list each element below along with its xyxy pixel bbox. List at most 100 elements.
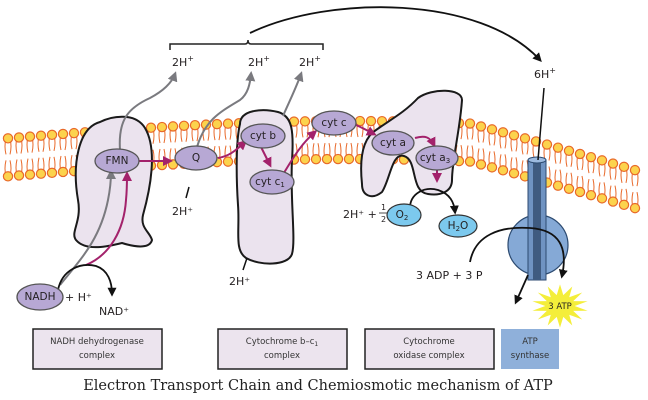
svg-text:ATP: ATP	[522, 337, 537, 347]
proton-arrow-q	[196, 71, 256, 148]
svg-text:Cytochrome: Cytochrome	[403, 337, 455, 347]
lipid-head	[563, 183, 575, 194]
cyt-b-carrier: cyt b	[240, 123, 286, 149]
lipid-head	[24, 131, 36, 142]
proton-label-below-q: 2H⁺	[172, 205, 193, 218]
atp-product-label: 3 ATP	[548, 302, 572, 312]
lipid-head	[508, 168, 520, 179]
oxygen-molecule: O2	[386, 203, 422, 227]
lipid-head	[2, 171, 14, 182]
svg-text:oxidase complex: oxidase complex	[393, 351, 464, 361]
proton-arrow-complex-iii	[282, 71, 304, 117]
proton-arrow-nadh-gray	[59, 169, 116, 286]
svg-text:Cytochrome b–c1: Cytochrome b–c1	[246, 337, 319, 348]
nadh-oxidation-arrow	[57, 264, 117, 297]
lipid-head	[607, 196, 619, 207]
proton-label-below-bc1: 2H⁺	[229, 275, 250, 288]
lipid-head	[46, 129, 58, 141]
svg-text:complex: complex	[79, 351, 115, 361]
electron-arrow-q-cytb	[217, 140, 248, 159]
proton-label-atp-synthase: 6H+	[534, 66, 556, 81]
nadh-plus-proton-label: + H⁺	[65, 291, 92, 304]
half-denominator: 2	[381, 215, 386, 224]
lipid-head	[541, 139, 553, 150]
lipid-head	[57, 128, 69, 140]
lipid-head	[563, 145, 575, 156]
lipid-head	[475, 159, 487, 170]
label-box-nadh-dehydrogenase: NADH dehydrogenase complex	[32, 328, 163, 370]
cyt-a-carrier: cyt a	[371, 130, 415, 156]
lipid-head	[519, 133, 531, 144]
lipid-head	[145, 122, 157, 133]
lipid-head	[552, 180, 564, 191]
lipid-head	[222, 118, 234, 129]
lipid-head	[585, 189, 597, 201]
lipid-head	[618, 199, 630, 211]
lipid-head	[464, 118, 476, 129]
nadh-carrier: NADH	[16, 283, 64, 311]
label-box-cytochrome-oxidase: Cytochrome oxidase complex	[364, 328, 495, 370]
svg-text:cyt c1: cyt c1	[255, 176, 285, 189]
proton-label-complex-iii: 2H+	[299, 54, 321, 69]
svg-text:cyt c: cyt c	[321, 117, 346, 129]
lipid-head	[332, 153, 344, 165]
lipid-head	[343, 153, 355, 165]
lipid-head	[13, 170, 25, 181]
fmn-carrier: FMN	[94, 148, 140, 174]
lipid-head	[585, 151, 597, 163]
lipid-head	[200, 119, 212, 130]
lipid-head	[530, 136, 542, 147]
svg-text:complex: complex	[264, 351, 300, 361]
lipid-head	[211, 118, 223, 130]
lipid-head	[35, 168, 47, 179]
lipid-head	[35, 130, 47, 141]
proton-tick-bc1	[242, 257, 248, 271]
electron-arrow-nadh-fmn	[85, 171, 132, 266]
atp-synthase-channel-top	[527, 156, 547, 164]
nad-plus-label: NAD⁺	[99, 305, 129, 318]
lipid-head	[299, 116, 311, 127]
svg-text:cyt a3: cyt a3	[420, 152, 450, 165]
atp-synthase-core	[533, 160, 541, 280]
lipid-head	[607, 158, 619, 169]
half-numerator: 1	[381, 203, 386, 212]
lipid-head	[310, 154, 322, 165]
lipid-head	[552, 142, 564, 153]
q-carrier: Q	[174, 145, 218, 171]
oxygen-reduction-arrow	[409, 188, 459, 215]
electron-arrow-cytc-cyta	[355, 124, 377, 136]
water-molecule: H2O	[438, 214, 478, 238]
svg-text:synthase: synthase	[511, 351, 549, 361]
lipid-head	[497, 127, 509, 138]
proton-line-atp	[537, 87, 545, 161]
lipid-head	[629, 202, 641, 214]
lipid-head	[46, 167, 58, 179]
proton-exit-arrow	[514, 274, 529, 305]
lipid-head	[486, 162, 498, 173]
lipid-head	[475, 121, 487, 132]
lipid-head	[596, 155, 608, 166]
lipid-head	[178, 120, 190, 131]
lipid-head	[57, 166, 69, 178]
lipid-head	[24, 169, 36, 180]
cyt-c-carrier: cyt c	[311, 110, 357, 136]
atp-synthase	[507, 156, 569, 281]
lipid-head	[618, 161, 630, 173]
label-box-atp-synthase: ATP synthase	[501, 329, 559, 369]
lipid-head	[354, 115, 366, 127]
label-box-cytochrome-bc1: Cytochrome b–c1 complex	[217, 328, 348, 370]
cyt-a3-carrier: cyt a3	[415, 145, 459, 171]
lipid-head	[68, 127, 80, 139]
cyt-c1-carrier: cyt c1	[249, 169, 295, 195]
svg-text:NADH: NADH	[24, 291, 55, 303]
oxygen-reaction-prefix: 2H⁺ +	[343, 208, 377, 221]
proton-label-complex-i: 2H+	[172, 54, 194, 69]
lipid-head	[574, 186, 586, 198]
lipid-head	[365, 115, 377, 127]
adp-pi-label: 3 ADP + 3 P	[416, 269, 483, 282]
lipid-head	[222, 156, 234, 167]
lipid-head	[574, 148, 586, 160]
figure-caption: Electron Transport Chain and Chemiosmoti…	[83, 378, 553, 394]
atp-burst: 3 ATP	[532, 284, 588, 328]
